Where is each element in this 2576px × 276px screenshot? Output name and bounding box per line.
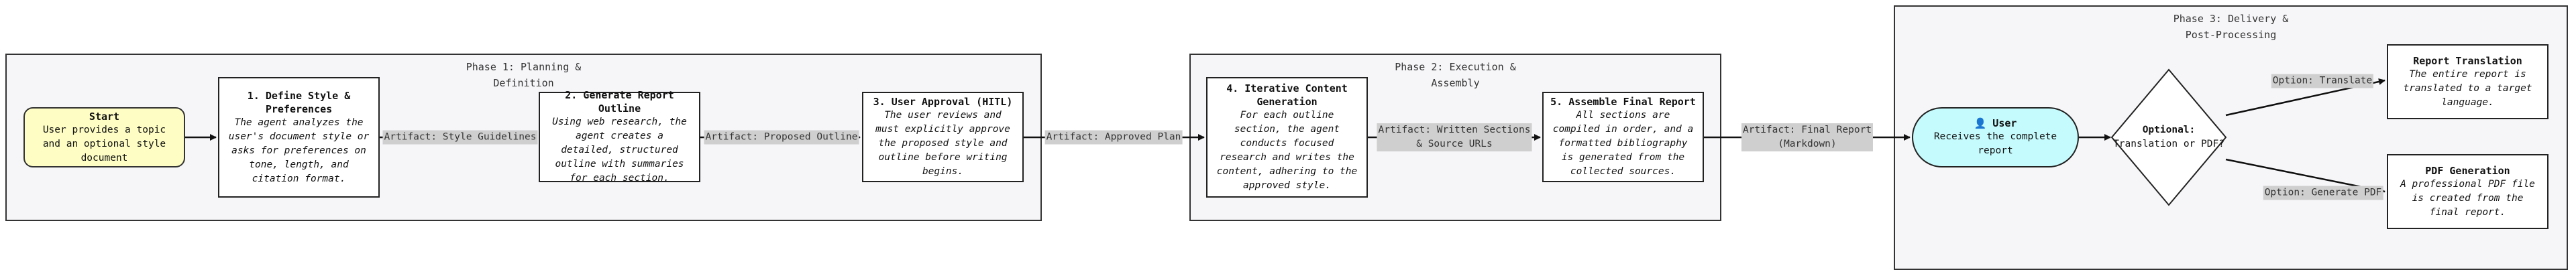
decision-label: Optional: Translation or PDF? — [2105, 123, 2233, 151]
edge-label-approved-plan: Artifact: Approved Plan — [1044, 130, 1183, 145]
pdf-desc: A professional PDF file is created from … — [2400, 178, 2535, 218]
approval-desc: The user reviews and must explicitly app… — [875, 110, 1010, 177]
translation-node: Report Translation The entire report is … — [2387, 44, 2548, 119]
translation-title: Report Translation — [2413, 54, 2522, 67]
assemble-desc: All sections are compiled in order, and … — [1552, 110, 1694, 177]
define-style-title: 1. Define Style & Preferences — [247, 89, 351, 115]
decision-diamond — [2110, 68, 2227, 206]
approval-title: 3. User Approval (HITL) — [873, 96, 1013, 108]
user-desc: Receives the complete report — [1933, 131, 2057, 156]
assemble-title: 5. Assemble Final Report — [1550, 96, 1696, 108]
define-style-node: 1. Define Style & Preferences The agent … — [218, 77, 380, 198]
edge-label-proposed-outline: Artifact: Proposed Outline — [704, 130, 859, 145]
iterative-title: 4. Iterative Content Generation — [1226, 82, 1348, 108]
define-style-desc: The agent analyzes the user's document s… — [228, 117, 370, 184]
phase-2-title: Phase 2: Execution & Assembly — [1395, 61, 1516, 89]
phase-3-title: Phase 3: Delivery & Post-Processing — [2173, 13, 2289, 41]
outline-node: 2. Generate Report Outline Using web res… — [539, 89, 700, 184]
iterative-node: 4. Iterative Content Generation For each… — [1206, 77, 1368, 198]
edge-label-final-report: Artifact: Final Report (Markdown) — [1741, 123, 1874, 151]
translation-desc: The entire report is translated to a tar… — [2403, 68, 2532, 108]
start-node: Start User provides a topic and an optio… — [23, 107, 185, 167]
user-title: User — [1992, 117, 2017, 129]
decision-desc: Translation or PDF? — [2113, 139, 2224, 149]
edge-label-written-sections: Artifact: Written Sections & Source URLs — [1377, 123, 1532, 151]
edge-label-translate: Option: Translate — [2271, 74, 2374, 88]
pdf-node: PDF Generation A professional PDF file i… — [2387, 154, 2548, 229]
approval-node: 3. User Approval (HITL) The user reviews… — [862, 92, 1024, 182]
decision-title: Optional: — [2142, 125, 2196, 135]
pdf-title: PDF Generation — [2425, 164, 2510, 177]
user-icon: 👤 — [1974, 117, 1987, 129]
outline-desc: Using web research, the agent creates a … — [552, 117, 687, 184]
outline-title: 2. Generate Report Outline — [565, 89, 674, 115]
edge-label-style-guidelines: Artifact: Style Guidelines — [382, 130, 538, 145]
phase-1-title: Phase 1: Planning & Definition — [466, 61, 582, 89]
iterative-desc: For each outline section, the agent cond… — [1216, 110, 1358, 191]
edge-label-generate-pdf: Option: Generate PDF — [2263, 186, 2383, 200]
assemble-node: 5. Assemble Final Report All sections ar… — [1542, 92, 1704, 182]
start-node-title: Start — [89, 110, 120, 123]
user-node: 👤 User Receives the complete report — [1912, 107, 2079, 167]
start-node-desc: User provides a topic and an optional st… — [42, 124, 166, 163]
